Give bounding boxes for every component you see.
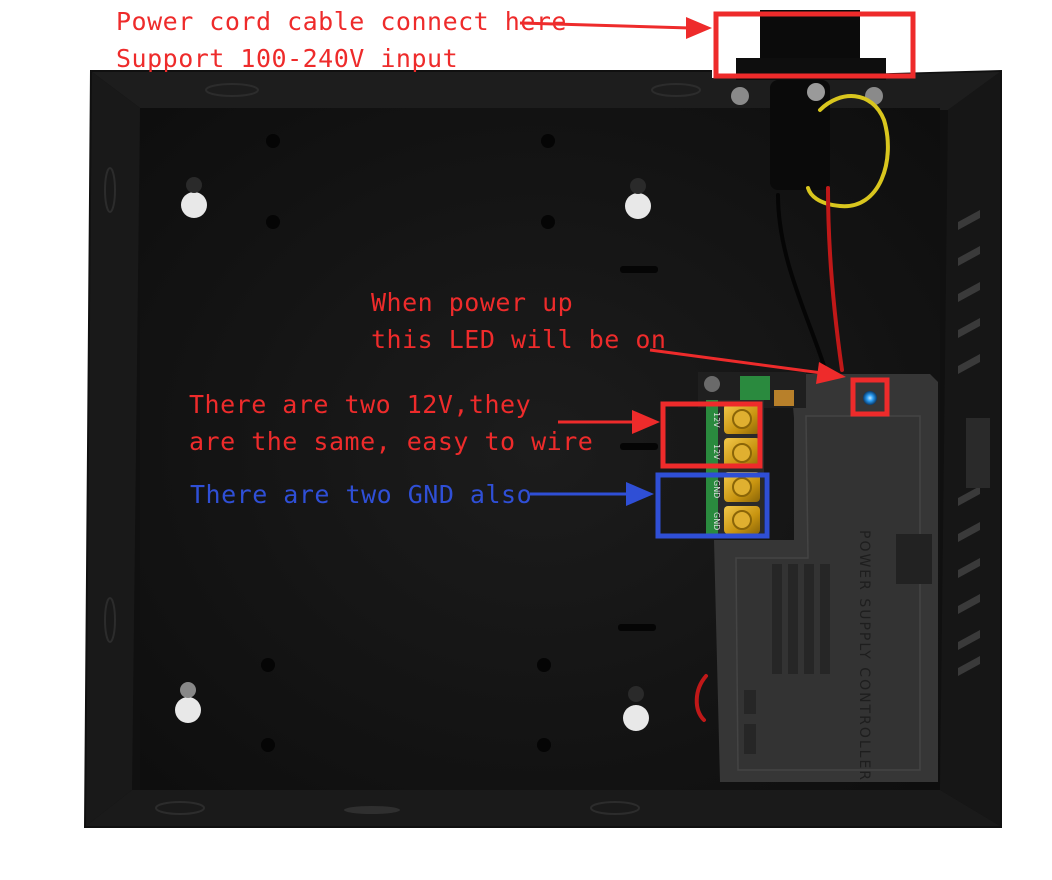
knockout: [104, 597, 116, 643]
ground-wire: [806, 94, 890, 209]
terminal-label: GND: [712, 512, 721, 530]
bottom-flange: [86, 790, 1000, 826]
terminal-screws: [724, 404, 760, 534]
led-arrow-head: [816, 362, 846, 384]
mounting-keyhole: [175, 177, 651, 731]
pcb-screw: [704, 376, 720, 392]
power-supply-controller: POWER SUPPLY CONTROLLER: [714, 374, 938, 782]
annotation-line: are the same, easy to wire: [189, 427, 594, 456]
fuse: [774, 390, 794, 406]
wires: [694, 94, 890, 722]
power-cord-highlight-box: [713, 11, 916, 79]
led-arrow-shaft: [649, 348, 823, 375]
power-cord-annotation: Power cord cable connect here Support 10…: [116, 3, 567, 77]
floor-slots: [618, 266, 658, 631]
power-led: [863, 391, 877, 405]
embossed-specs: [744, 564, 830, 754]
12v-annotation: There are two 12V,they are the same, eas…: [189, 386, 593, 460]
black-wire: [776, 193, 828, 374]
gnd-annotation: There are two GND also: [190, 476, 532, 513]
red-wire: [826, 186, 844, 372]
side-tab: [966, 418, 990, 488]
knockout: [344, 806, 400, 814]
vent-slots: [958, 210, 980, 676]
12v-arrow-head: [632, 410, 660, 434]
controller-label: POWER SUPPLY CONTROLLER: [856, 530, 872, 782]
annotation-arrows: [519, 17, 846, 506]
annotation-line: this LED will be on: [371, 325, 667, 354]
led-annotation: When power up this LED will be on: [371, 284, 666, 358]
gnd-highlight-box: [655, 472, 770, 539]
power-cord-arrow-shaft: [519, 21, 691, 30]
12v-highlight-box: [660, 401, 763, 469]
annotation-line: There are two 12V,they: [189, 390, 532, 419]
annotation-boxes: [655, 11, 916, 539]
knockout: [205, 83, 259, 97]
left-flange: [86, 72, 140, 826]
inlet-screw: [807, 83, 825, 101]
knockout: [651, 83, 701, 97]
terminal-label: GND: [712, 480, 721, 498]
annotation-line: There are two GND also: [190, 480, 533, 509]
knockout: [590, 801, 640, 815]
annotation-line: Power cord cable connect here: [116, 7, 567, 36]
controller-latch: [896, 534, 932, 584]
terminal-label: 12V: [712, 444, 721, 460]
inlet-screw: [731, 87, 749, 105]
power-cord-arrow-head: [686, 17, 712, 39]
annotation-line: When power up: [371, 288, 574, 317]
led-highlight-box: [850, 377, 890, 417]
annotation-line: Support 100-240V input: [116, 44, 459, 73]
terminal-label: 12V: [712, 412, 721, 428]
knockout: [104, 167, 116, 213]
mounting-studs: [261, 134, 555, 752]
knockout: [155, 801, 205, 815]
gnd-arrow-head: [626, 482, 654, 506]
red-wire-lower: [694, 674, 708, 722]
